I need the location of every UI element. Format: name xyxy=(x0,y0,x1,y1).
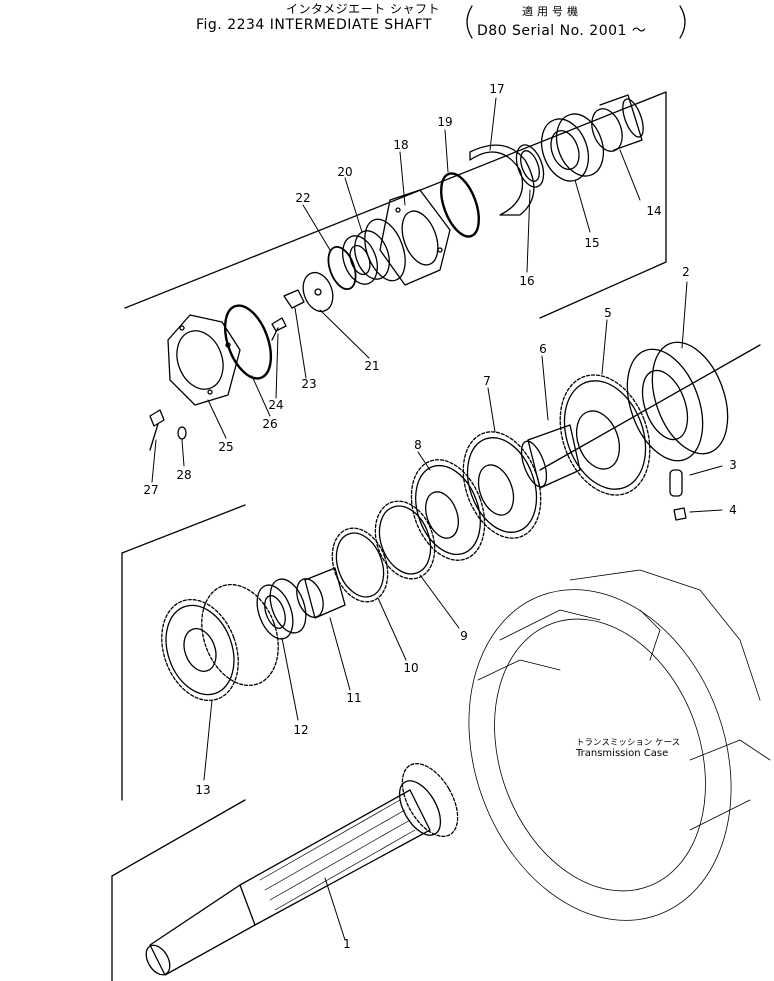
part-label-1: 1 xyxy=(343,937,351,951)
bracket-left xyxy=(466,5,473,39)
spacer-11 xyxy=(304,567,346,619)
transmission-case-label-jp: トランスミッション ケース xyxy=(576,738,681,748)
part-label-14: 14 xyxy=(646,204,662,218)
bearing-2 xyxy=(626,341,729,462)
washer-21 xyxy=(302,271,334,313)
part-label-2: 2 xyxy=(682,265,690,279)
leader-lines xyxy=(151,97,723,941)
part-label-26: 26 xyxy=(262,417,278,431)
bolt-24 xyxy=(271,317,287,341)
part-label-24: 24 xyxy=(268,398,284,412)
gear-9 xyxy=(374,500,436,580)
title-katakana: インタメジエート シャフト xyxy=(286,2,440,16)
part-label-22: 22 xyxy=(295,191,311,205)
part-label-27: 27 xyxy=(143,483,159,497)
gear-10 xyxy=(331,527,389,603)
washer-28 xyxy=(177,426,187,440)
frame-lower-top xyxy=(111,799,246,877)
part-label-16: 16 xyxy=(519,274,535,288)
part-label-9: 9 xyxy=(460,629,468,643)
bearing-12 xyxy=(256,578,307,640)
frame-mid-right xyxy=(539,344,761,471)
sleeve-14 xyxy=(591,94,644,152)
o-ring-19 xyxy=(439,172,481,238)
frame-upper xyxy=(124,91,667,319)
o-ring-26 xyxy=(223,304,273,380)
cover-25 xyxy=(167,314,241,406)
part-label-13: 13 xyxy=(195,783,211,797)
part-label-8: 8 xyxy=(414,438,422,452)
part-label-15: 15 xyxy=(584,236,600,250)
frame-mid-left xyxy=(121,504,246,554)
transmission-case-label-en: Transmission Case xyxy=(576,748,669,759)
bolt-27 xyxy=(149,409,165,451)
gear-5 xyxy=(559,374,651,496)
bearing-15 xyxy=(540,113,605,182)
shaft-1 xyxy=(145,763,459,976)
part-label-28: 28 xyxy=(176,468,192,482)
part-label-18: 18 xyxy=(393,138,409,152)
figure-caption: Fig. 2234 INTERMEDIATE SHAFT xyxy=(196,17,433,33)
ring-16 xyxy=(515,144,545,188)
bearing-20 xyxy=(342,230,390,285)
part-label-21: 21 xyxy=(364,359,380,373)
part-label-12: 12 xyxy=(293,723,309,737)
snap-ring-22 xyxy=(327,246,357,290)
part-label-19: 19 xyxy=(437,115,453,129)
part-label-25: 25 xyxy=(218,440,234,454)
part-label-4: 4 xyxy=(729,503,737,517)
transmission-case xyxy=(468,569,771,921)
plug-4 xyxy=(673,507,687,521)
serial-range: D80 Serial No. 2001 ～ xyxy=(477,23,647,39)
part-label-3: 3 xyxy=(729,458,737,472)
part-label-20: 20 xyxy=(337,165,353,179)
part-label-11: 11 xyxy=(346,691,362,705)
bracket-right xyxy=(679,5,686,39)
part-label-5: 5 xyxy=(604,306,612,320)
part-label-7: 7 xyxy=(483,374,491,388)
pin-3 xyxy=(669,469,683,497)
part-label-10: 10 xyxy=(403,661,419,675)
shim-17 xyxy=(469,144,535,216)
cage-18 xyxy=(364,189,451,286)
gear-7 xyxy=(462,431,542,539)
lock-plate-23 xyxy=(283,289,305,309)
gear-13 xyxy=(161,583,279,702)
applicable-label: 適用号機 xyxy=(522,5,582,18)
part-label-23: 23 xyxy=(301,377,317,391)
part-label-6: 6 xyxy=(539,342,547,356)
gear-8 xyxy=(410,459,486,561)
part-label-17: 17 xyxy=(489,82,505,96)
